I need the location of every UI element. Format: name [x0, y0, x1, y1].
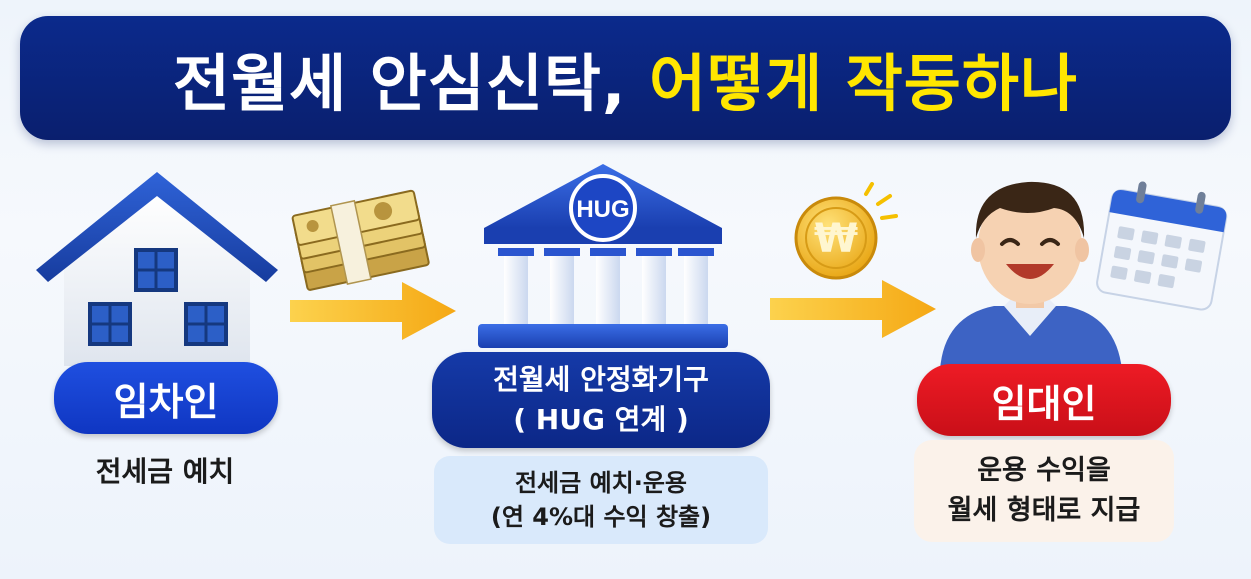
agency-label-line2: ( HUG 연계 ): [513, 403, 689, 436]
house-icon: [36, 172, 278, 366]
agency-desc-box: 전세금 예치·운용 (연 4%대 수익 창출): [434, 456, 768, 544]
arrow-right-icon: [290, 282, 456, 340]
landlord-desc-line2: 월세 형태로 지급: [947, 495, 1141, 526]
agency-desc-line2: (연 4%대 수익 창출): [490, 503, 712, 531]
title-banner: 전월세 안심신탁, 어떻게 작동하나: [20, 16, 1231, 140]
arrow-right-icon: [770, 280, 936, 338]
title-main: 전월세 안심신탁,: [173, 47, 650, 120]
agency-label-line1: 전월세 안정화기구: [493, 363, 709, 396]
title-accent: 어떻게 작동하나: [649, 47, 1078, 120]
won-coin-icon: ₩: [794, 182, 898, 280]
landlord-desc-line1: 운용 수익을: [977, 455, 1111, 486]
tenant-label: 임차인: [54, 362, 278, 434]
page-title: 전월세 안심신탁, 어떻게 작동하나: [173, 33, 1078, 123]
landlord-desc-box: 운용 수익을 월세 형태로 지급: [914, 440, 1174, 542]
tenant-desc: 전세금 예치: [95, 455, 235, 488]
hug-badge-text: HUG: [576, 196, 629, 223]
bank-building-icon: HUG: [478, 164, 728, 348]
calendar-icon: [1096, 181, 1228, 311]
agency-label: 전월세 안정화기구 ( HUG 연계 ): [432, 352, 770, 448]
agency-desc-line1: 전세금 예치·운용: [514, 469, 688, 497]
landlord-label: 임대인: [917, 364, 1171, 436]
coin-symbol: ₩: [814, 216, 858, 262]
cash-stack-icon: [291, 189, 430, 291]
person-icon: [940, 181, 1122, 370]
